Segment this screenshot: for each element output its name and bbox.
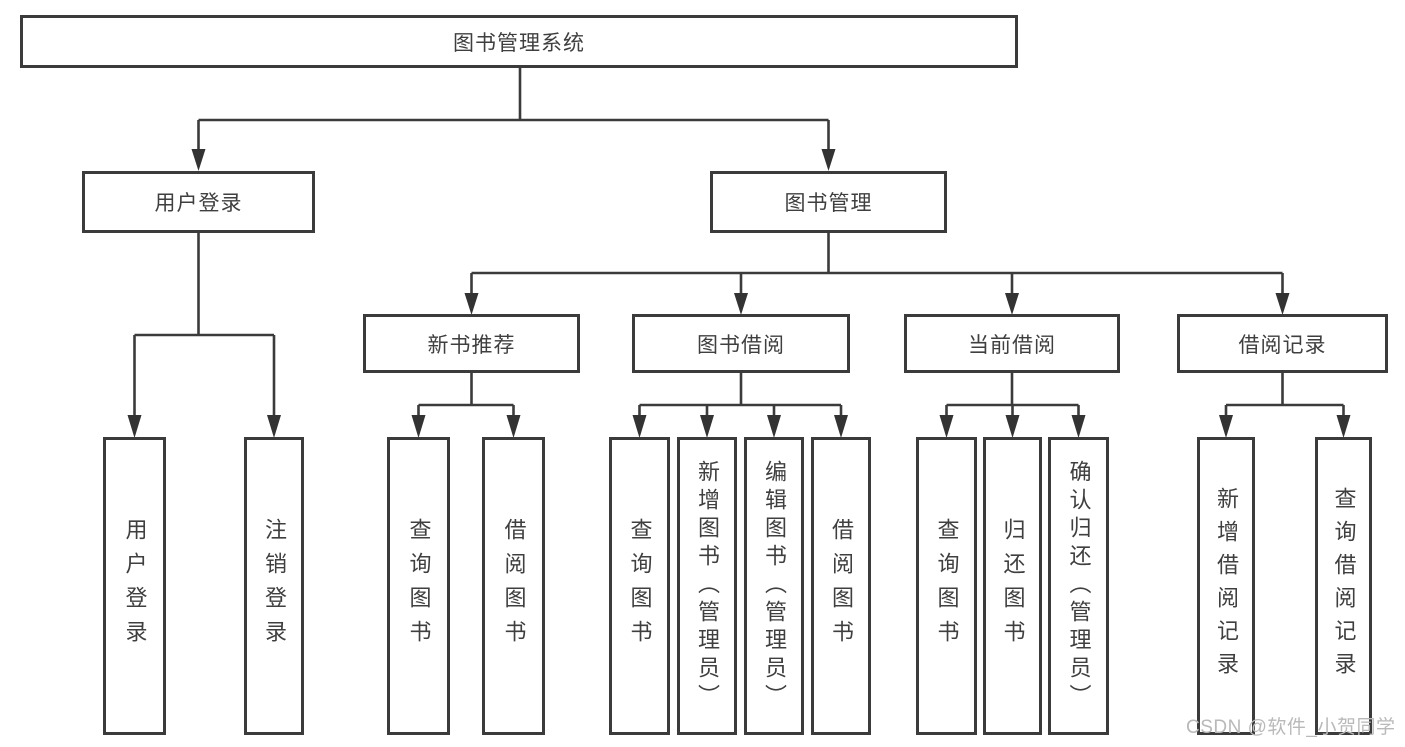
csdn-watermark: CSDN @软件_小贺同学 [1186,717,1396,738]
node-book-management: 图书管理 [710,171,947,233]
node-label: 注销登录 [262,518,287,654]
leaf-edit-book-admin: 编辑图书（管理员） [744,437,804,735]
node-library-management-system: 图书管理系统 [20,15,1018,68]
leaf-add-borrow-record: 新增借阅记录 [1197,437,1255,735]
leaf-confirm-return-admin: 确认归还（管理员） [1048,437,1109,735]
leaf-query-borrow-record: 查询借阅记录 [1315,437,1372,735]
leaf-add-book-admin: 新增图书（管理员） [677,437,737,735]
node-label: 用户登录 [122,518,148,654]
leaf-query-books-recommend: 查询图书 [387,437,450,735]
node-label: 新增图书（管理员） [695,460,720,712]
node-label: 查询图书 [627,518,653,654]
node-current-borrowing: 当前借阅 [904,314,1120,373]
node-label: 图书管理系统 [453,31,585,55]
leaf-borrow-books-borrowing: 借阅图书 [811,437,871,735]
node-borrowing-records: 借阅记录 [1177,314,1388,373]
node-label: 查询图书 [406,518,432,654]
node-label: 新增借阅记录 [1214,487,1239,685]
node-label: 查询图书 [934,518,960,654]
node-label: 确认归还（管理员） [1066,460,1092,712]
leaf-logout: 注销登录 [244,437,304,735]
node-label: 借阅图书 [829,518,854,654]
node-label: 归还图书 [1000,518,1026,654]
leaf-user-login: 用户登录 [103,437,166,735]
leaf-return-book: 归还图书 [983,437,1042,735]
node-label: 借阅记录 [1238,333,1327,357]
node-user-login: 用户登录 [82,171,315,233]
node-label: 图书借阅 [697,333,785,357]
node-label: 查询借阅记录 [1331,487,1357,685]
leaf-query-books-current: 查询图书 [916,437,977,735]
node-label: 用户登录 [154,192,243,215]
node-label: 借阅图书 [501,518,527,654]
node-label: 图书管理 [784,192,873,215]
node-book-borrowing: 图书借阅 [632,314,850,373]
node-new-book-recommend: 新书推荐 [363,314,580,373]
node-label: 新书推荐 [427,333,516,357]
leaf-query-books-borrowing: 查询图书 [609,437,670,735]
node-label: 编辑图书（管理员） [762,460,787,712]
node-label: 当前借阅 [968,333,1056,357]
arrowheads [127,149,1351,438]
leaf-borrow-books-recommend: 借阅图书 [482,437,545,735]
